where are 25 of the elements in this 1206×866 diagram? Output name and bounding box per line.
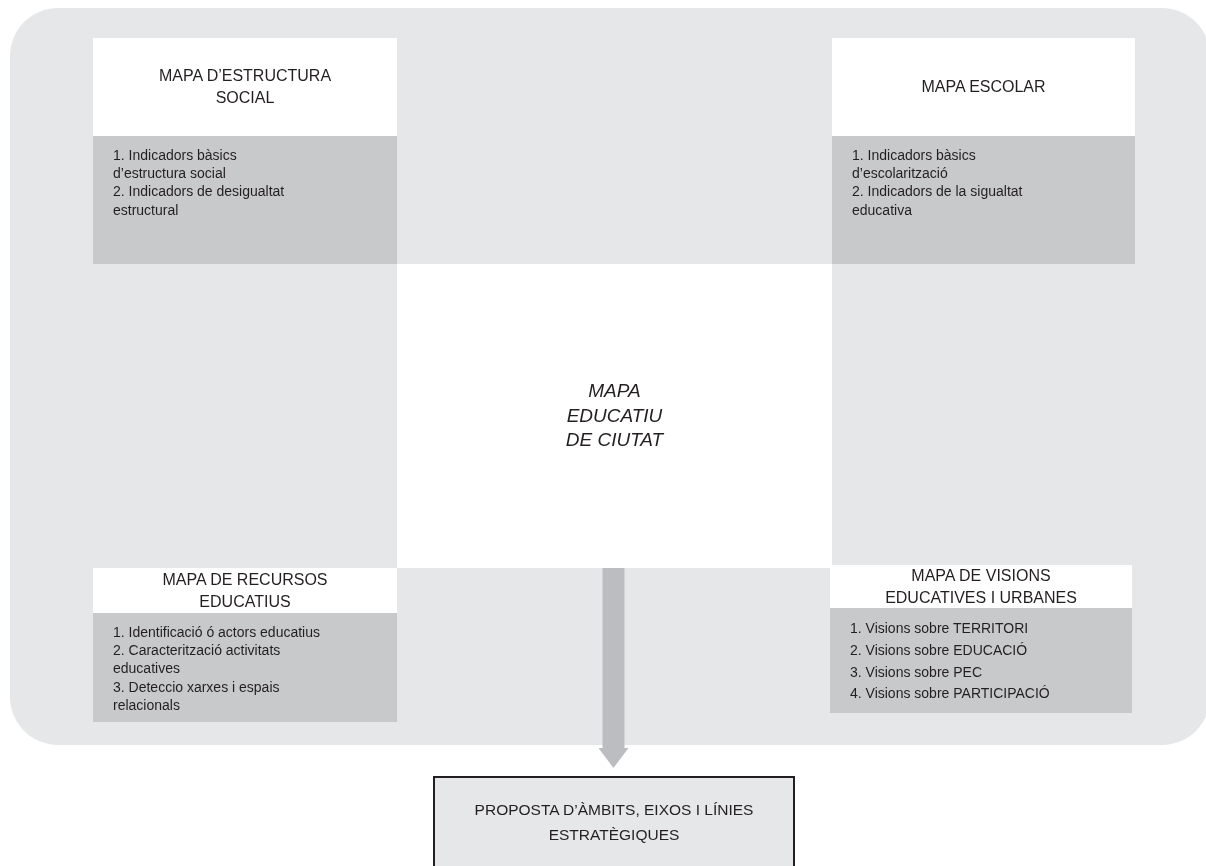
list-item: 1. Indicadors bàsics d’estructura social [113, 146, 238, 183]
map-card [830, 565, 1132, 712]
map-card [832, 38, 1135, 264]
map-heading: MAPA DE RECURSOS EDUCATIUS [93, 568, 397, 614]
map-heading: MAPA D’ESTRUCTURA SOCIAL [93, 38, 397, 136]
map-card [93, 38, 397, 264]
list-item: 3. Visions sobre PEC [850, 662, 984, 682]
list-item: 4. Visions sobre PARTICIPACIÓ [850, 684, 1051, 704]
list-item: 2. Indicadors de desigualtat estructural [113, 182, 286, 219]
box-label: PROPOSTA D’ÀMBITS, EIXOS I LÍNIES ESTRATÈGIQUES [473, 800, 755, 845]
list-item: 1. Visions sobre TERRITORI [850, 619, 1030, 639]
output-box [433, 776, 795, 866]
map-card [93, 568, 397, 722]
map-heading: MAPA ESCOLAR [832, 38, 1135, 136]
list-item: 1. Identificació ó actors educatius [113, 623, 321, 642]
list-item: 2. Visions sobre EDUCACIÓ [850, 640, 1029, 660]
arrow [598, 568, 629, 768]
list-item: 3. Deteccio xarxes i espais relacionals [113, 677, 281, 714]
map-heading: MAPA DE VISIONS EDUCATIVES I URBANES [830, 565, 1132, 609]
list-item: 2. Indicadors de la sigualtat educativa [852, 182, 1024, 219]
list-item: 2. Caracterització activitats educatives [113, 641, 282, 678]
background-panel [10, 8, 1206, 745]
central-title: MAPA EDUCATIU DE CIUTAT [564, 378, 665, 453]
central-box [397, 264, 832, 568]
list-item: 1. Indicadors bàsics d’escolarització [852, 146, 977, 183]
